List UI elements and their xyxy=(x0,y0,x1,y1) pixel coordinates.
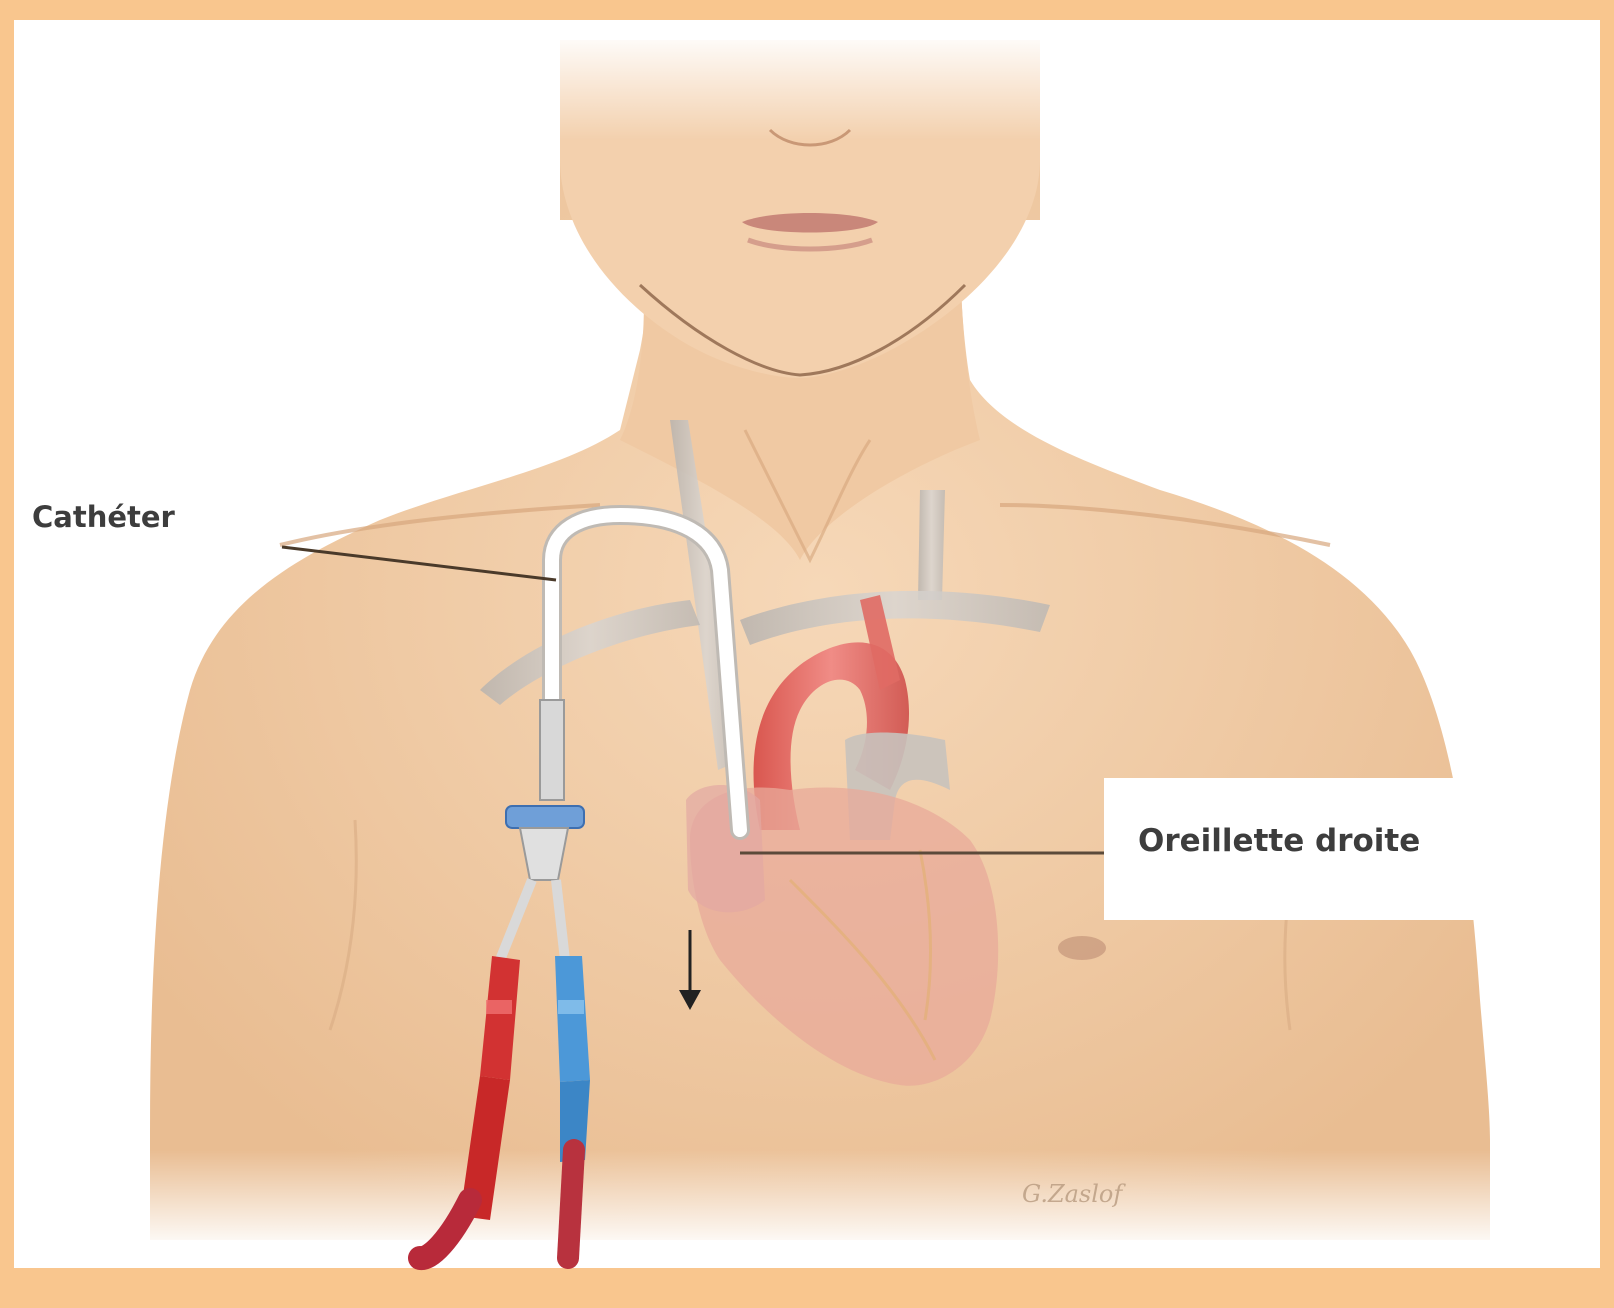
artist-signature: G.Zaslof xyxy=(1022,1180,1122,1208)
catheter-label: Cathéter xyxy=(32,500,175,534)
left-jugular-vein xyxy=(918,490,945,600)
right-atrium xyxy=(686,785,765,912)
right-atrium-label: Oreillette droite xyxy=(1138,823,1420,859)
blue-line-tubing xyxy=(568,1150,574,1258)
